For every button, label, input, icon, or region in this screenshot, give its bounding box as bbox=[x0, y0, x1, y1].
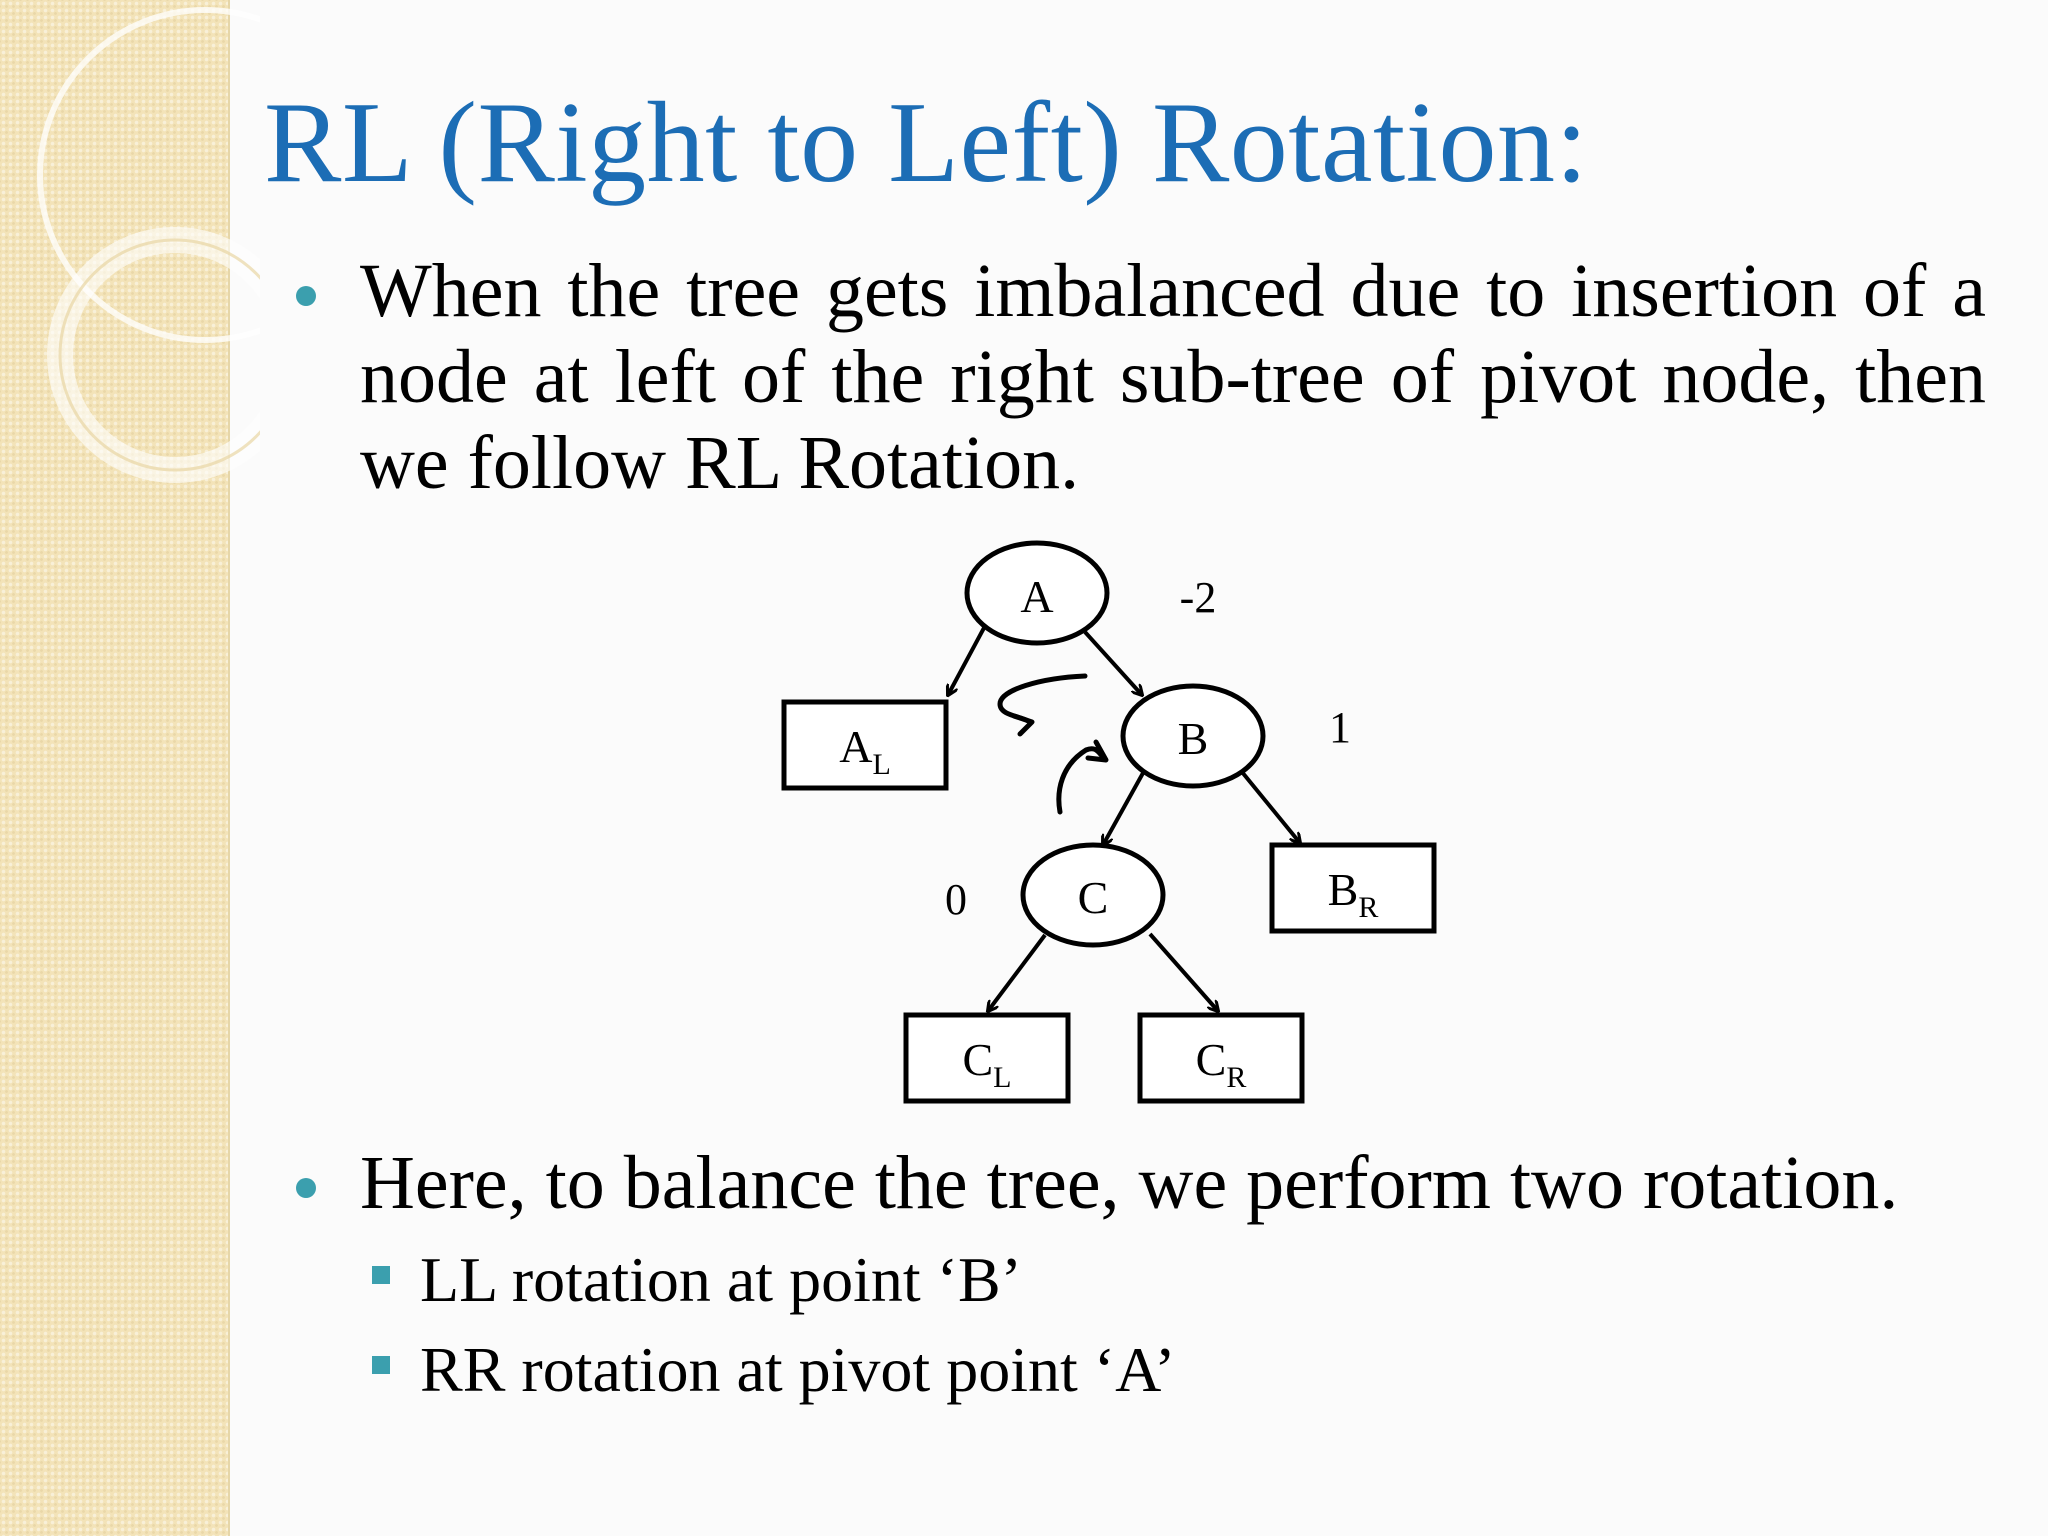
node-b-balance: 1 bbox=[1329, 703, 1351, 752]
square-bullet-icon bbox=[372, 1266, 390, 1284]
node-b-label: B bbox=[1178, 713, 1209, 764]
subtree-cl-label: CL bbox=[962, 1034, 1011, 1094]
subtree-cl bbox=[903, 1012, 1071, 1104]
edge-c-cr bbox=[1148, 932, 1218, 1011]
node-a-balance: -2 bbox=[1180, 573, 1217, 622]
square-bullet-icon bbox=[372, 1356, 390, 1374]
subtree-br-label: BR bbox=[1328, 864, 1379, 924]
subtree-cr bbox=[1137, 1012, 1305, 1104]
slide-title: RL (Right to Left) Rotation: bbox=[264, 79, 1589, 207]
rotation-arrow-upper-head-icon bbox=[1011, 713, 1035, 737]
bullet-dot-icon bbox=[296, 1178, 316, 1198]
subtree-al bbox=[781, 699, 949, 791]
bullet-text: When the tree gets imbalanced due to ins… bbox=[360, 249, 1986, 505]
node-c bbox=[1020, 842, 1166, 948]
node-b bbox=[1120, 683, 1266, 789]
node-c-label: C bbox=[1078, 872, 1109, 923]
bullet-text: Here, to balance the tree, we perform tw… bbox=[360, 1141, 1899, 1225]
node-a-label: A bbox=[1020, 571, 1053, 622]
subtree-cr-label: CR bbox=[1196, 1034, 1247, 1094]
edge-c-cl bbox=[988, 933, 1047, 1011]
node-c-balance: 0 bbox=[945, 875, 967, 924]
bullet-dot-icon bbox=[296, 286, 316, 306]
edge-a-al bbox=[948, 625, 987, 695]
edge-b-c bbox=[1103, 772, 1145, 845]
bullet-item: When the tree gets imbalanced due to ins… bbox=[296, 248, 1986, 506]
subtree-al-label: AL bbox=[839, 721, 891, 781]
sub-bullet-item: RR rotation at pivot point ‘A’ bbox=[372, 1330, 1176, 1410]
edge-a-b bbox=[1083, 630, 1142, 695]
subtree-br bbox=[1269, 842, 1437, 934]
decorative-rings bbox=[37, 7, 260, 483]
node-a bbox=[964, 540, 1110, 646]
rotation-arrow-lower-head-icon bbox=[1085, 739, 1109, 763]
edge-b-br bbox=[1240, 770, 1300, 843]
sub-bullet-item: LL rotation at point ‘B’ bbox=[372, 1240, 1022, 1320]
bullet-item: Here, to balance the tree, we perform tw… bbox=[296, 1140, 2016, 1226]
sub-bullet-text: RR rotation at pivot point ‘A’ bbox=[420, 1334, 1176, 1405]
sub-bullet-text: LL rotation at point ‘B’ bbox=[420, 1244, 1022, 1315]
